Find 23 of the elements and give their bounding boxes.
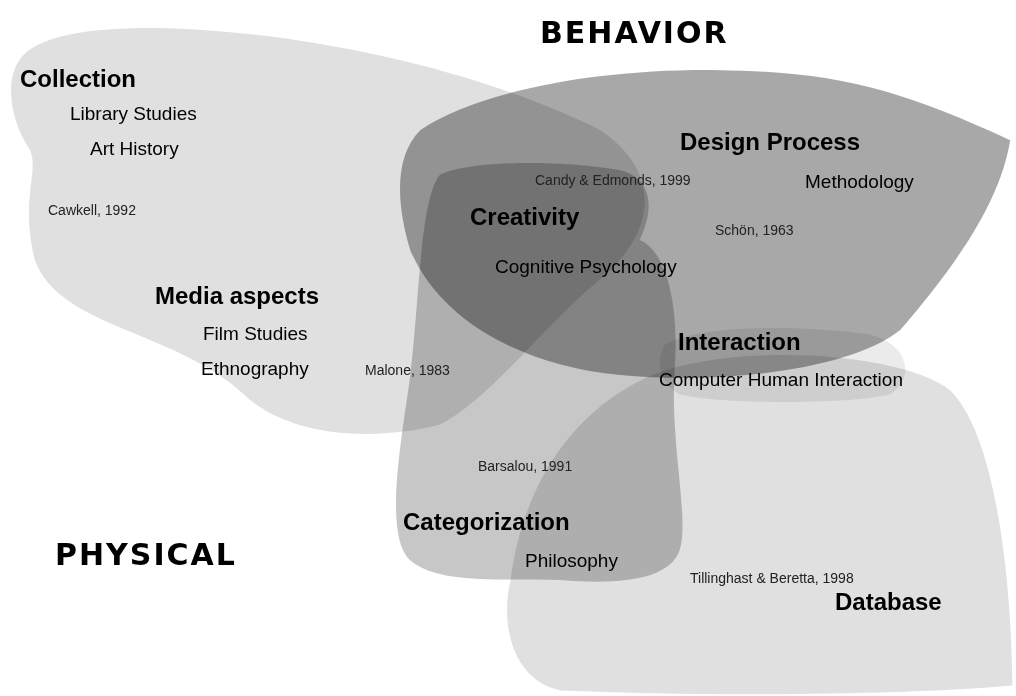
discipline-label: Art History xyxy=(90,138,179,160)
area-heading: Design Process xyxy=(680,128,861,156)
citation-label: Candy & Edmonds, 1999 xyxy=(535,172,691,189)
discipline-label: Computer Human Interaction xyxy=(659,369,903,391)
discipline-label: Methodology xyxy=(805,171,914,193)
citation-label: Cawkell, 1992 xyxy=(48,202,136,219)
discipline-label: Library Studies xyxy=(70,103,197,125)
discipline-label: Ethnography xyxy=(201,358,309,380)
area-heading: Database xyxy=(835,588,942,616)
citation-label: Tillinghast & Beretta, 1998 xyxy=(690,570,854,587)
axis-title: BEHAVIOR xyxy=(540,16,729,51)
citation-label: Malone, 1983 xyxy=(365,362,450,379)
area-heading: Interaction xyxy=(678,328,801,356)
discipline-label: Cognitive Psychology xyxy=(495,256,677,278)
citation-label: Barsalou, 1991 xyxy=(478,458,573,475)
area-heading: Media aspects xyxy=(155,282,320,310)
area-heading: Categorization xyxy=(403,508,570,536)
axis-title: PHYSICAL xyxy=(55,538,237,573)
citation-label: Schön, 1963 xyxy=(715,222,794,239)
area-heading: Creativity xyxy=(470,203,580,231)
area-heading: Collection xyxy=(20,65,136,93)
discipline-label: Philosophy xyxy=(525,550,618,572)
discipline-label: Film Studies xyxy=(203,323,308,345)
